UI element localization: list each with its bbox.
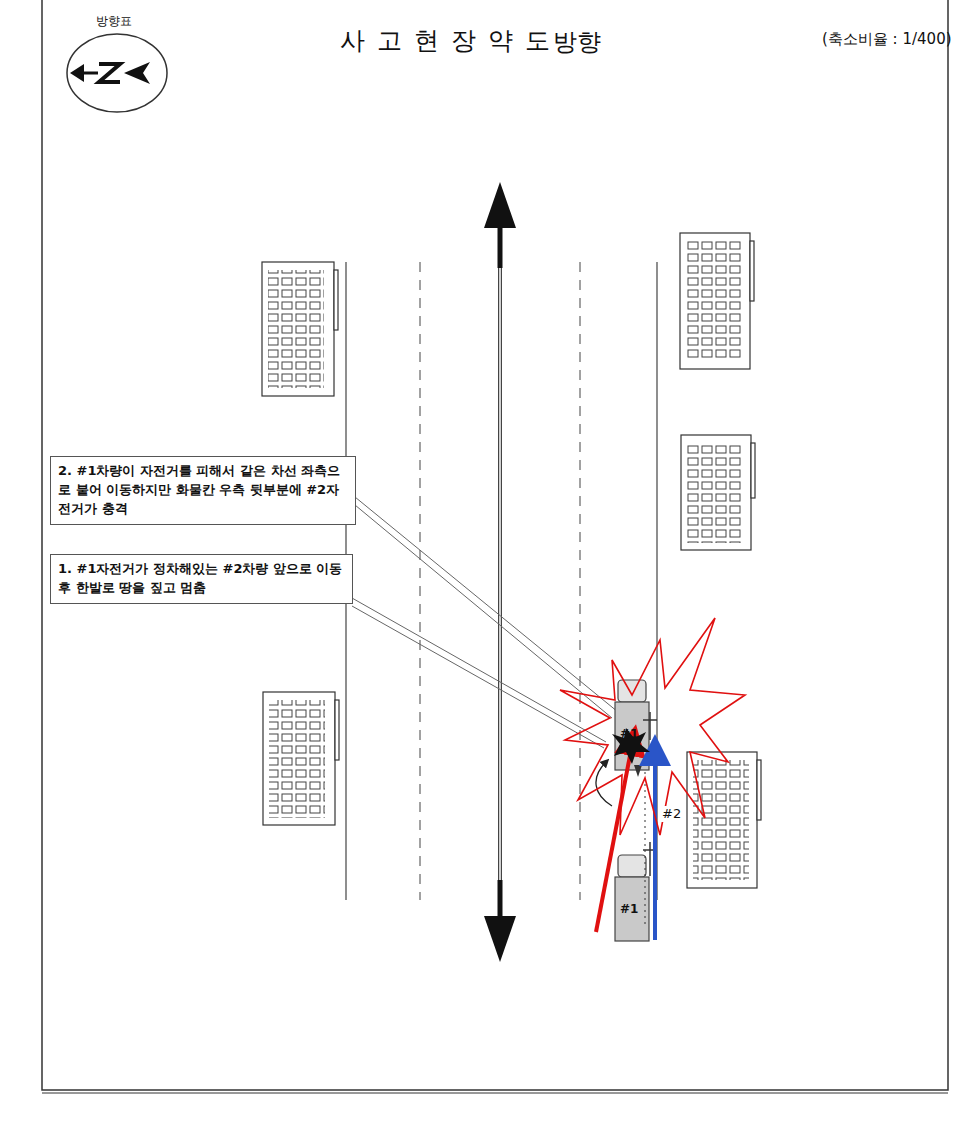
vehicle-number: #1	[620, 902, 638, 916]
scale-note: (축소비율 : 1/400)	[822, 30, 952, 48]
callout-box: 2. #1차량이 자전거를 피해서 같은 차선 좌측으로 붙어 이동하지만 화물…	[50, 456, 356, 525]
callout-text: 2. #1차량이 자전거를 피해서 같은 차선 좌측으로 붙어 이동하지만 화물…	[58, 462, 348, 519]
direction-label: 방향	[553, 28, 601, 57]
callout-box: 1. #1자전거가 정차해있는 #2차량 앞으로 이동 후 한발로 땅을 짚고 …	[50, 554, 353, 604]
vehicle-number: #1	[620, 727, 638, 741]
compass-caption: 방향표	[96, 14, 132, 28]
bicycle-number: #2	[661, 806, 682, 822]
diagram-title: 사 고 현 장 약 도	[340, 26, 552, 56]
callout-text: 1. #1자전거가 정차해있는 #2차량 앞으로 이동 후 한발로 땅을 짚고 …	[58, 560, 345, 598]
